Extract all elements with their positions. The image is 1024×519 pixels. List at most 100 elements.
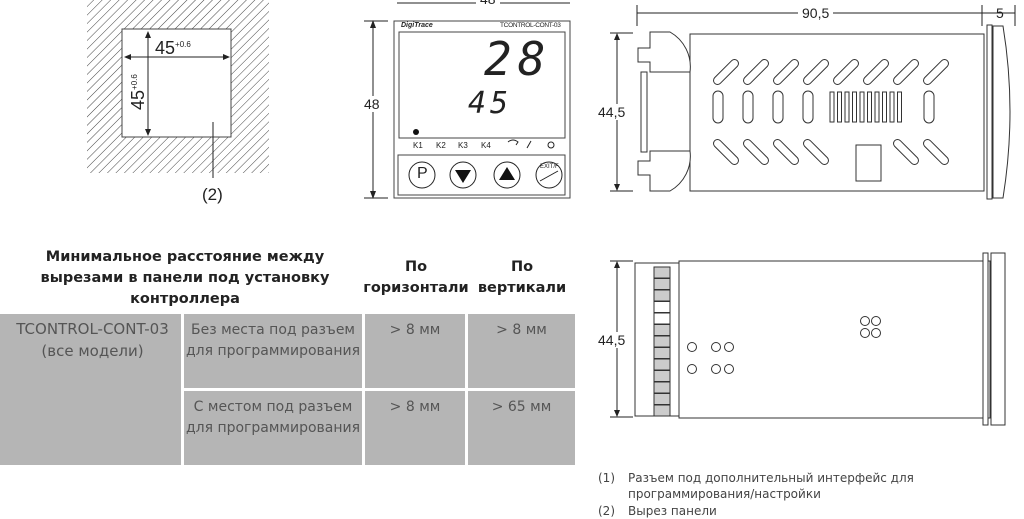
indicator-k3: K3 — [458, 141, 468, 150]
vent-slot — [803, 59, 829, 85]
mounting-clips — [637, 31, 691, 192]
terminal — [653, 324, 671, 336]
header-spacing: Минимальное расстояние между вырезами в … — [40, 249, 330, 307]
note1-text: Разъем под дополнительный интерфейс для … — [628, 471, 914, 501]
terminal — [653, 404, 671, 417]
bezel-edge — [986, 24, 993, 200]
terminal — [653, 347, 671, 359]
side-top-height-label: 44,5 — [598, 104, 626, 120]
down-triangle-icon — [455, 170, 471, 183]
vent-slot — [923, 59, 949, 85]
row1-vertical: > 8 мм — [468, 314, 575, 388]
hand-icon — [507, 139, 519, 146]
hole — [871, 316, 881, 326]
vent-slit — [852, 91, 857, 123]
vent-slot — [773, 59, 799, 85]
up-button[interactable] — [493, 161, 521, 189]
length-label: 90,5 — [798, 5, 834, 21]
width-tolerance: +0.6 — [175, 40, 191, 49]
vent-holes — [687, 316, 881, 374]
terminal — [653, 370, 671, 382]
cutout-width-label: 45+0.6 — [155, 38, 191, 59]
vent-slot — [713, 59, 739, 85]
hole — [860, 328, 870, 338]
vent-slot — [773, 139, 799, 165]
front-bezel-side — [992, 25, 1011, 199]
hole — [711, 364, 721, 374]
up-triangle-icon — [499, 167, 515, 180]
vent-slit — [859, 91, 865, 123]
row1-horizontal: > 8 мм — [365, 314, 465, 388]
note2-number: (2) — [598, 504, 615, 518]
terminal — [653, 335, 671, 348]
row2-vertical: > 65 мм — [468, 391, 575, 465]
display-window — [398, 31, 566, 139]
vent-slot — [893, 59, 919, 85]
front-width-label: 48 — [476, 0, 500, 7]
vent-slot — [743, 59, 769, 85]
width-value: 45 — [155, 38, 176, 58]
header-vertical: По вертикали — [477, 259, 567, 296]
vent-slot — [802, 90, 814, 124]
brand-logo: DigiTrace — [401, 22, 433, 29]
hole — [711, 342, 721, 352]
vent-slot — [923, 90, 935, 124]
hole — [724, 364, 734, 374]
side-bottom-height-label: 44,5 — [598, 332, 626, 348]
down-button[interactable] — [449, 161, 477, 189]
indicator-k4: K4 — [481, 141, 491, 150]
terminal — [653, 358, 671, 371]
vent-slot — [923, 139, 949, 165]
indicator-k1: K1 — [413, 141, 423, 150]
vent-slit — [874, 91, 880, 123]
vent-slot — [743, 139, 769, 165]
side-bottom-svg — [610, 252, 1006, 426]
vent-slot — [893, 139, 919, 165]
hole — [687, 342, 697, 352]
hole — [860, 316, 870, 326]
display-main-value: 28 — [484, 32, 552, 86]
terminal — [653, 289, 671, 302]
cutout-ref-label: (2) — [202, 185, 223, 204]
side-top-svg — [610, 5, 1016, 200]
vent-slot — [742, 90, 754, 124]
hole — [724, 342, 734, 352]
vent-slot — [863, 59, 889, 85]
vent-slot — [713, 139, 739, 165]
vent-slit — [844, 91, 850, 123]
p-button-label: P — [417, 165, 428, 182]
cutout-svg — [87, 0, 269, 178]
header-horizontal: По горизонтали — [363, 259, 469, 296]
exit-f-button[interactable] — [535, 161, 563, 189]
terminal — [653, 266, 671, 279]
slash-icon — [526, 140, 532, 149]
vent-slit — [889, 91, 895, 123]
front-svg — [364, 2, 571, 199]
vent-slot — [772, 90, 784, 124]
clock-icon — [547, 141, 555, 149]
note1-number: (1) — [598, 471, 615, 485]
cutout-rect — [121, 28, 232, 138]
bezel-width-label: 5 — [996, 5, 1004, 21]
front-height-label: 48 — [364, 96, 380, 112]
connector-port — [855, 144, 882, 182]
vent-slit — [867, 91, 872, 123]
display-sub-value: 45 — [468, 86, 513, 121]
row1-condition: Без места под разъем для программировани… — [184, 314, 362, 388]
terminal — [653, 278, 671, 290]
p-button[interactable] — [408, 161, 436, 189]
row2-condition: С местом под разъем для программирования — [184, 391, 362, 465]
terminal — [653, 381, 671, 394]
terminals — [653, 266, 671, 417]
model-cell: TCONTROL-CONT-03 (все модели) — [0, 314, 181, 465]
housing-bottom — [678, 260, 991, 419]
exit-f-label: EXIT/F — [540, 164, 559, 170]
vent-slit — [829, 91, 835, 123]
hole — [687, 364, 697, 374]
vent-slots — [712, 59, 949, 165]
hole — [871, 328, 881, 338]
indicator-dot — [413, 129, 419, 135]
model-label: TCONTROL-CONT-03 — [500, 22, 561, 29]
vent-slot — [833, 59, 859, 85]
terminal — [653, 393, 671, 405]
